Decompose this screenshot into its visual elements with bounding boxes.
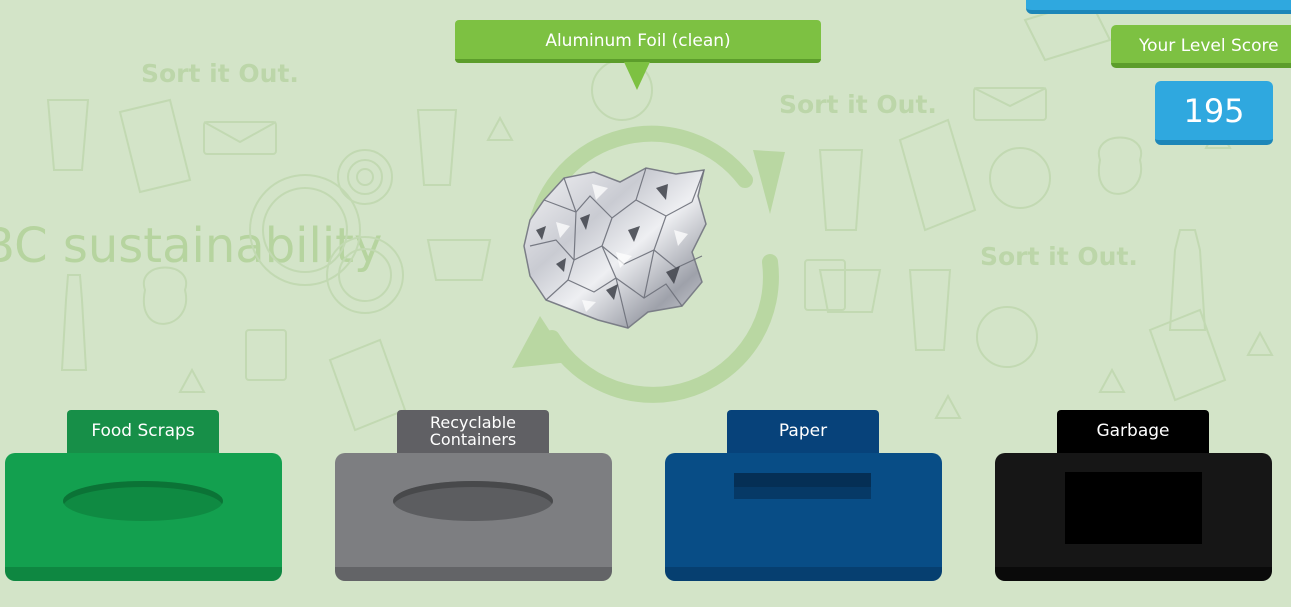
aluminum-foil-item[interactable] [516, 160, 712, 332]
bin-opening-oval[interactable] [63, 481, 223, 521]
level-score-label: Your Level Score [1111, 25, 1291, 68]
bin-label-line1: Recyclable [430, 413, 516, 432]
bin-opening-slit[interactable] [734, 473, 871, 499]
level-score-value: 195 [1155, 81, 1273, 145]
bin-food-scraps[interactable]: Food Scraps [5, 410, 282, 582]
bin-body-paper[interactable] [665, 453, 942, 581]
watermark-sort-it-out: Sort it Out. [980, 242, 1138, 271]
bin-garbage[interactable]: Garbage [995, 410, 1272, 582]
bin-body-food-scraps[interactable] [5, 453, 282, 581]
watermark-sort-it-out: Sort it Out. [141, 59, 299, 88]
plate-doodle [249, 149, 404, 314]
item-name-label: Aluminum Foil (clean) [455, 20, 821, 63]
bin-label-line2: Containers [429, 430, 517, 449]
bin-label-garbage: Garbage [1057, 410, 1209, 456]
watermark-sort-it-out: Sort it Out. [779, 90, 937, 119]
menu-bar-edge[interactable] [1026, 0, 1291, 14]
bin-opening-oval[interactable] [393, 481, 553, 521]
bin-paper[interactable]: Paper [665, 410, 942, 582]
bin-label-food-scraps: Food Scraps [67, 410, 219, 456]
bin-opening-square[interactable] [1065, 472, 1202, 544]
bin-label-paper: Paper [727, 410, 879, 456]
item-label-pointer [624, 62, 650, 90]
bin-body-recyclable-containers[interactable] [335, 453, 612, 581]
brand-logo-text: BC sustainability [0, 218, 382, 274]
bin-body-garbage[interactable] [995, 453, 1272, 581]
